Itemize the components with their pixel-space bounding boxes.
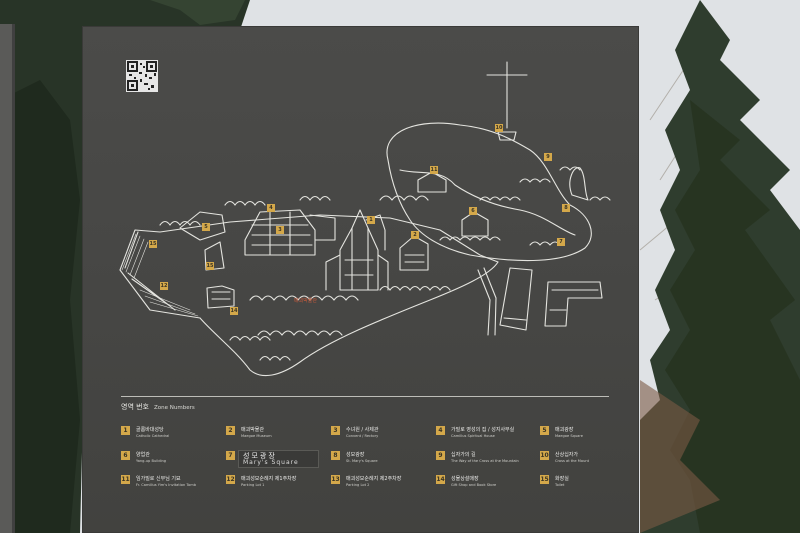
zone-name-korean: 성물상설매장	[451, 476, 479, 482]
zone-name-korean: 성모광장	[346, 452, 365, 458]
zone-name-korean: 골롬바대성당	[136, 427, 164, 433]
right-evergreen-tree	[640, 0, 800, 533]
map-marker-1: 1	[367, 216, 375, 224]
zone-name-korean: 임가밀로 신부님 기묘	[136, 476, 181, 482]
zone-name-english: St. Mary's Square	[346, 459, 378, 463]
zone-number-badge: 5	[540, 426, 549, 435]
zone-name-korean: 산상십자가	[555, 452, 579, 458]
map-marker-2: 2	[411, 231, 419, 239]
zone-name-english: Catholic Cathedral	[136, 434, 170, 438]
marys-square-sticker: 성모광장 Mary's Square	[238, 450, 319, 468]
zone-name-korean: 매괴박물관	[241, 427, 265, 433]
zone-entry-7: 7성모광장Mary's Square	[226, 451, 331, 473]
zone-name-korean: 매괴성모순례지 제2주차장	[346, 476, 402, 482]
map-marker-3: 3	[276, 226, 284, 234]
zone-name-korean: 매괴성모순례지 제1주차장	[241, 476, 297, 482]
map-red-label: 매괴박물관	[294, 298, 318, 304]
map-marker-15a: 15	[149, 240, 157, 248]
map-marker-10: 10	[495, 124, 503, 132]
zone-name-english: Gift Shop and Book Store	[451, 483, 497, 487]
map-marker-7: 7	[557, 238, 565, 246]
zone-number-badge: 1	[121, 426, 130, 435]
zone-name-korean: 화장실	[555, 476, 569, 482]
zone-number-badge: 12	[226, 475, 235, 484]
zone-number-badge: 10	[540, 451, 549, 460]
zone-number-badge: 9	[436, 451, 445, 460]
zone-number-badge: 6	[121, 451, 130, 460]
zone-number-badge: 14	[436, 475, 445, 484]
zone-name-english: Cross at the Mount	[555, 459, 590, 463]
zone-number-badge: 7	[226, 451, 235, 460]
left-evergreen-tree	[0, 0, 250, 533]
zone-name-english: Fr. Camillus Yim's Invitation Tomb	[136, 483, 196, 487]
zone-name-english: Parking Lot 1	[241, 483, 265, 487]
map-marker-9: 9	[544, 153, 552, 161]
map-marker-4: 4	[267, 204, 275, 212]
map-marker-5: 5	[202, 223, 210, 231]
zone-name-korean: 가밀로 영성의 집 / 성지사무실	[451, 427, 515, 433]
zone-number-badge: 8	[331, 451, 340, 460]
zone-name-english: Toilet	[555, 483, 565, 487]
zone-number-badge: 2	[226, 426, 235, 435]
zone-name-korean: 매괴광장	[555, 427, 574, 433]
zone-name-english: Maegoe Square	[555, 434, 583, 438]
zone-name-english: Convent / Rectory	[346, 434, 379, 438]
map-marker-12: 12	[160, 282, 168, 290]
zone-name-english: The Way of the Cross at the Mountain	[451, 459, 519, 463]
legend-divider	[121, 396, 609, 397]
map-marker-6: 6	[469, 207, 477, 215]
zone-number-badge: 13	[331, 475, 340, 484]
zone-name-korean: 십자가의 길	[451, 452, 476, 458]
zone-number-badge: 4	[436, 426, 445, 435]
map-marker-8: 8	[562, 204, 570, 212]
zone-name-english: Camillus Spiritual House	[451, 434, 495, 438]
zone-name-english: Yang-up Building	[136, 459, 167, 463]
map-marker-11: 11	[430, 166, 438, 174]
zone-name-english: Maegoe Museum	[241, 434, 272, 438]
zone-number-badge: 15	[540, 475, 549, 484]
map-marker-15b: 15	[206, 262, 214, 270]
zone-number-badge: 3	[331, 426, 340, 435]
zone-name-korean: 양업관	[136, 452, 150, 458]
zone-name-korean: 수녀원 / 사제관	[346, 427, 379, 433]
qr-code	[126, 60, 158, 92]
zone-name-english: Parking Lot 2	[346, 483, 370, 487]
zone-number-badge: 11	[121, 475, 130, 484]
map-marker-14: 14	[230, 307, 238, 315]
